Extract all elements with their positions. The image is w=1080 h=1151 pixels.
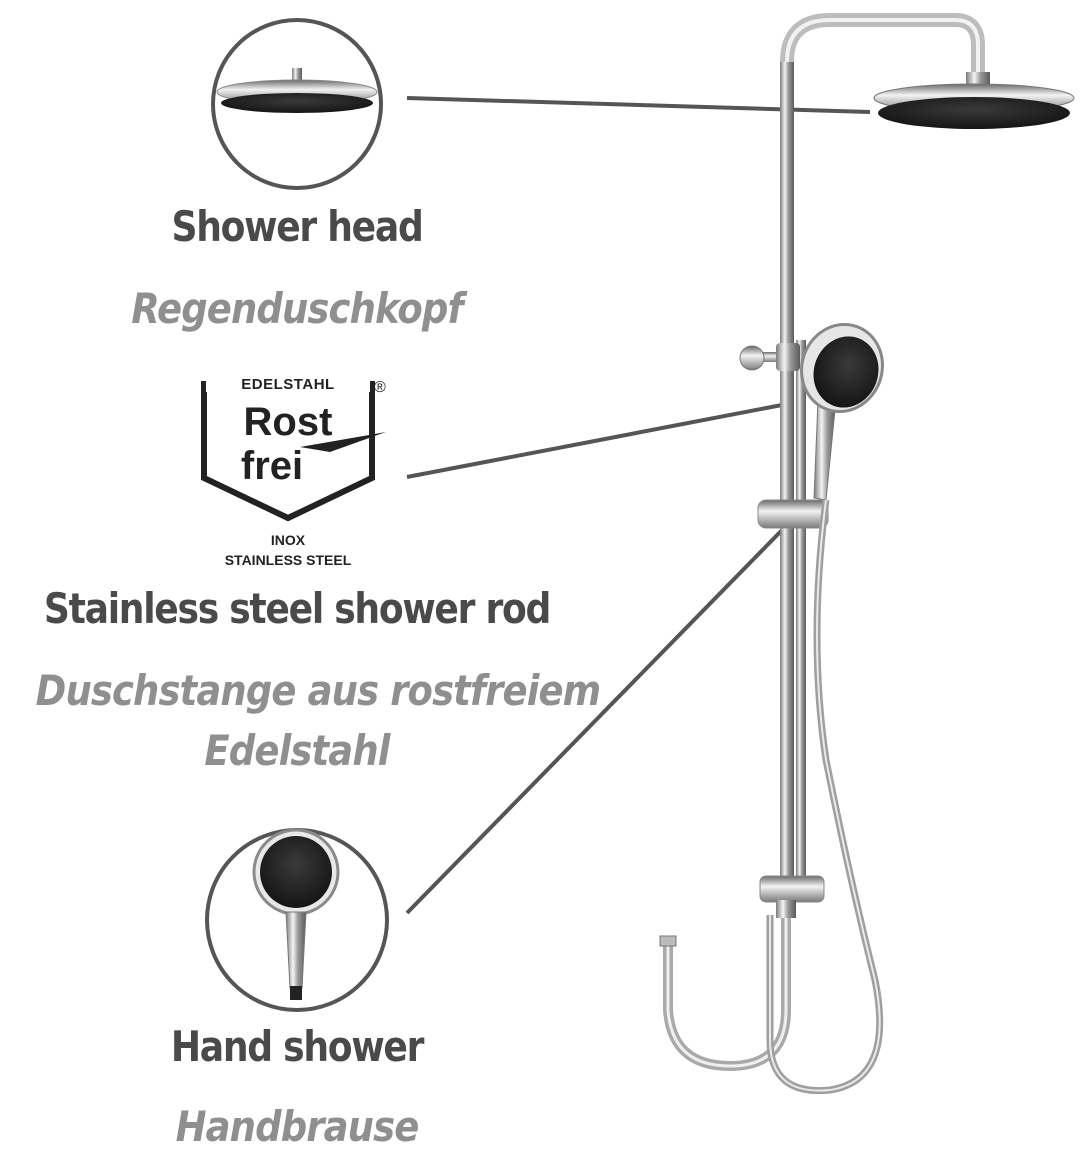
shower-head-label: Shower head (171, 202, 423, 251)
badge-stainless-steel: STAINLESS STEEL (224, 552, 352, 568)
shower-head-thumbnail (211, 18, 383, 190)
badge-inox: INOX (270, 532, 306, 548)
rostfrei-badge (201, 380, 386, 522)
hand-shower-label-german: Handbrause (175, 1102, 420, 1151)
shower-rod-label-german-line2: Edelstahl (204, 726, 390, 775)
badge-registered-mark: ® (374, 379, 386, 396)
badge-word-rost: Rost (243, 400, 333, 444)
shower-rod-label-german-line1: Duschstange aus rostfreiem (35, 666, 602, 715)
hand-shower-label: Hand shower (170, 1022, 425, 1071)
shower-head-label-german: Regenduschkopf (131, 284, 463, 333)
shower-rod-label: Stainless steel shower rod (43, 584, 551, 633)
badge-word-frei: frei (240, 444, 304, 488)
shower-system (659, 13, 1075, 1095)
badge-text-top: EDELSTAHL (241, 376, 335, 393)
hand-shower-thumbnail (205, 828, 389, 1012)
